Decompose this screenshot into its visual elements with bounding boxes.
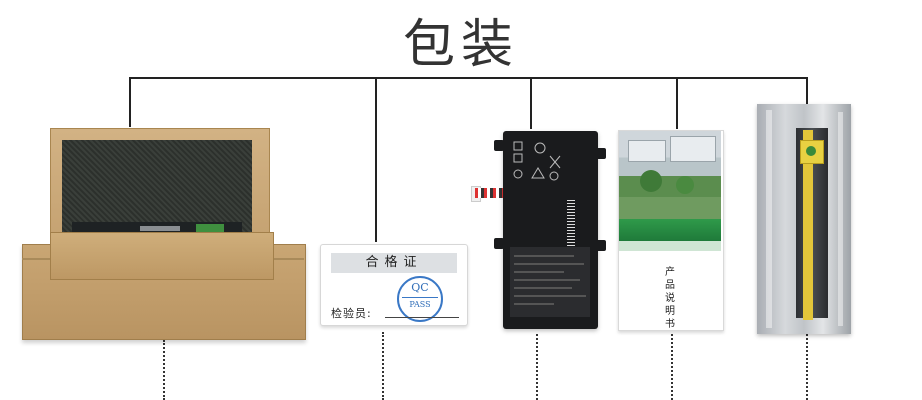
battery-mount-tab — [596, 240, 606, 251]
spec-line — [514, 303, 554, 305]
qc-pass-stamp: QC PASS — [397, 276, 443, 322]
certificate-heading: 合格证 — [331, 253, 457, 273]
connector-horizontal — [129, 77, 807, 79]
manual-building — [628, 140, 666, 162]
inspector-signature-line — [385, 317, 459, 318]
manual-light-band — [619, 241, 721, 251]
spec-line — [514, 271, 564, 273]
bag-highlight — [766, 110, 772, 328]
connector-drop-bag — [806, 77, 808, 107]
manual-building — [670, 136, 716, 162]
dotted-line-box — [163, 340, 165, 400]
box-inner-green-tag — [196, 224, 224, 234]
box-inner-label — [140, 226, 180, 231]
connector-drop-box — [129, 77, 131, 127]
battery-mount-tab — [494, 140, 504, 151]
spec-line — [514, 295, 586, 297]
manual-title: 产品说明书 — [665, 267, 675, 330]
manual-tree — [676, 176, 694, 194]
stamp-pass-text: PASS — [409, 300, 431, 309]
connector-drop-battery — [530, 77, 532, 129]
page-title: 包装 — [402, 15, 519, 75]
connector-drop-manual — [676, 77, 678, 129]
battery-wire — [475, 188, 505, 198]
dotted-line-manual — [671, 334, 673, 400]
inspector-label: 检验员: — [331, 307, 372, 320]
bag-sticker — [800, 140, 824, 164]
spec-line — [514, 287, 572, 289]
spec-line — [514, 263, 584, 265]
bag-highlight — [838, 112, 843, 326]
battery-barcode — [567, 200, 575, 246]
connector-drop-certificate — [375, 77, 377, 242]
bagged-battery-yellow-label — [803, 130, 813, 320]
dotted-line-certificate — [382, 332, 384, 400]
box-front-wall — [50, 232, 274, 280]
battery-mount-tab — [596, 148, 606, 159]
spec-line — [514, 255, 574, 257]
certification-marks — [512, 138, 562, 198]
dotted-line-bag — [806, 334, 808, 400]
certificate-card: 合格证 QC PASS 检验员: — [320, 244, 468, 326]
box-foam-lining — [62, 140, 252, 232]
manual-green-band — [619, 219, 721, 241]
spec-line — [514, 279, 580, 281]
bag-sticker-emblem — [806, 146, 816, 156]
battery-mount-tab — [494, 238, 504, 249]
stamp-divider — [402, 297, 438, 298]
manual-tree — [640, 170, 662, 192]
dotted-line-battery — [536, 334, 538, 400]
battery-spec-label — [510, 247, 590, 317]
stamp-qc-text: QC — [411, 281, 429, 294]
